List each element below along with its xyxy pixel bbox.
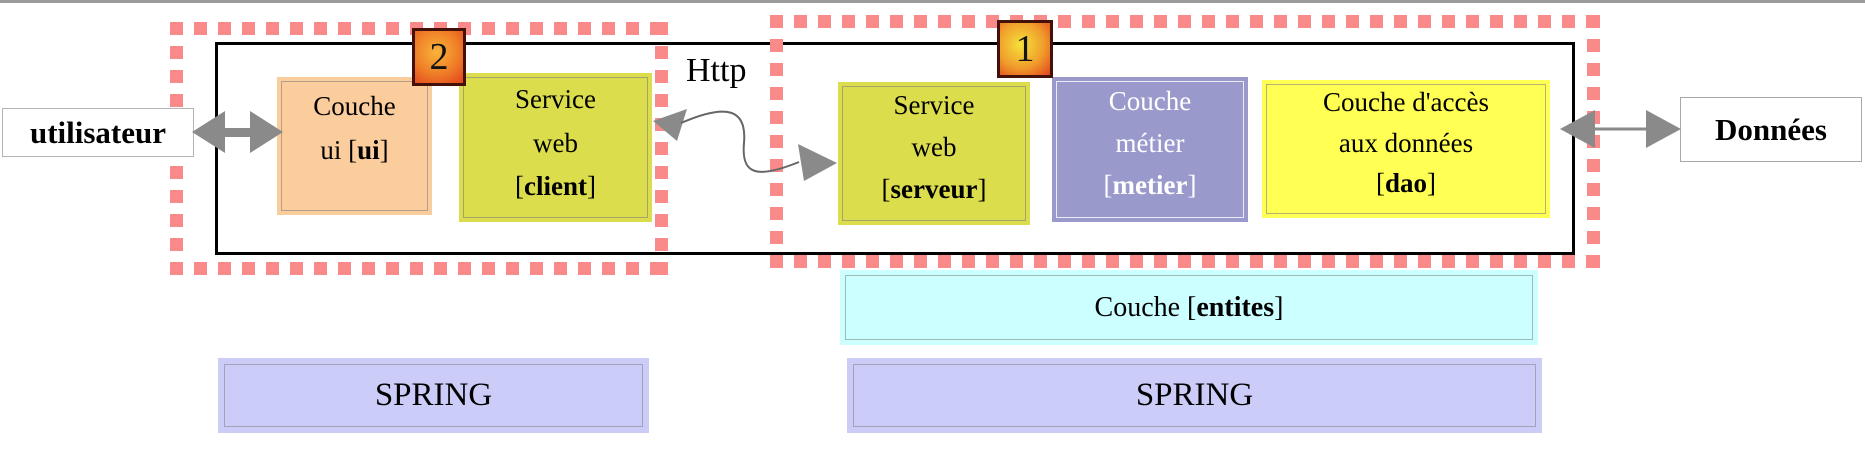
ui-line1: Couche — [313, 91, 396, 121]
badge-1-text: 1 — [1015, 28, 1035, 70]
client-tier-dashed-frame — [170, 22, 668, 275]
metier-bold: metier — [1112, 169, 1188, 200]
business-layer-box: Couche métier [metier] — [1052, 77, 1248, 222]
client-web-service-box: Service web [client] — [459, 73, 652, 222]
server-tier-number-badge: 1 — [997, 20, 1053, 78]
server-tier-dashed-frame — [770, 15, 1600, 268]
entities-layer-text: Couche [entites] — [1095, 292, 1284, 324]
spring-client-box: SPRING — [218, 358, 649, 433]
entites-post: ] — [1274, 291, 1284, 323]
dao-bracket-close: ] — [1427, 168, 1437, 198]
client-line2: web — [533, 127, 578, 158]
server-bold: serveur — [890, 173, 978, 204]
dao-layer-text: Couche d'accès aux données [dao] — [1262, 80, 1550, 204]
dao-line2: aux données — [1338, 127, 1474, 158]
spring-server-label: SPRING — [1135, 377, 1254, 413]
user-bidirectional-arrow-icon — [192, 111, 283, 153]
server-bracket-open: [ — [881, 173, 891, 204]
business-layer-text: Couche métier [metier] — [1052, 77, 1248, 207]
top-divider-line — [0, 0, 1865, 3]
data-label: Données — [1715, 111, 1827, 147]
server-line2: web — [911, 131, 957, 162]
server-web-service-text: Service web [serveur] — [838, 82, 1030, 211]
ui-line2-post: ] — [379, 134, 389, 165]
client-bold: client — [524, 171, 587, 202]
entities-layer-box: Couche [entites] — [840, 270, 1538, 345]
entites-bold: entites — [1196, 291, 1275, 323]
ui-line2-pre: ui [ — [320, 134, 358, 165]
application-boundary-rect — [215, 42, 1575, 255]
server-line1: Service — [893, 90, 975, 120]
client-tier-number-badge: 2 — [412, 28, 466, 86]
data-bidirectional-arrow-icon — [1560, 110, 1681, 148]
metier-line2: métier — [1115, 127, 1185, 158]
ui-layer-box: Couche ui [ui] — [277, 77, 432, 215]
metier-bracket-open: [ — [1103, 169, 1113, 200]
spring-server-box: SPRING — [847, 358, 1542, 433]
data-label-box: Données — [1680, 97, 1862, 162]
entites-pre: Couche [ — [1094, 291, 1197, 323]
client-line1: Service — [515, 84, 596, 114]
server-web-service-box: Service web [serveur] — [838, 82, 1030, 225]
dao-line1: Couche d'accès — [1322, 87, 1490, 117]
spring-client-label: SPRING — [374, 377, 493, 413]
ui-line2-bold: ui — [357, 134, 380, 165]
dashed-border-top — [770, 15, 1600, 28]
metier-line1: Couche — [1108, 86, 1192, 116]
dashed-border-left — [770, 15, 783, 268]
dashed-border-bottom — [770, 255, 1600, 268]
dashed-border-right — [655, 22, 668, 275]
dao-bold: dao — [1384, 168, 1428, 198]
dao-bracket-open: [ — [1375, 168, 1385, 198]
metier-bracket-close: ] — [1187, 169, 1197, 200]
dao-layer-box: Couche d'accès aux données [dao] — [1262, 80, 1550, 218]
dashed-border-bottom — [170, 262, 668, 275]
ui-layer-text: Couche ui [ui] — [277, 77, 432, 172]
http-label: Http — [686, 52, 747, 89]
server-bracket-close: ] — [977, 173, 987, 204]
http-bidirectional-arrow-icon — [653, 109, 837, 181]
user-label: utilisateur — [29, 114, 167, 150]
client-bracket-close: ] — [586, 171, 596, 202]
badge-2-text: 2 — [429, 36, 449, 78]
user-label-box: utilisateur — [2, 108, 194, 157]
client-bracket-open: [ — [515, 171, 524, 202]
client-web-service-text: Service web [client] — [459, 73, 652, 209]
